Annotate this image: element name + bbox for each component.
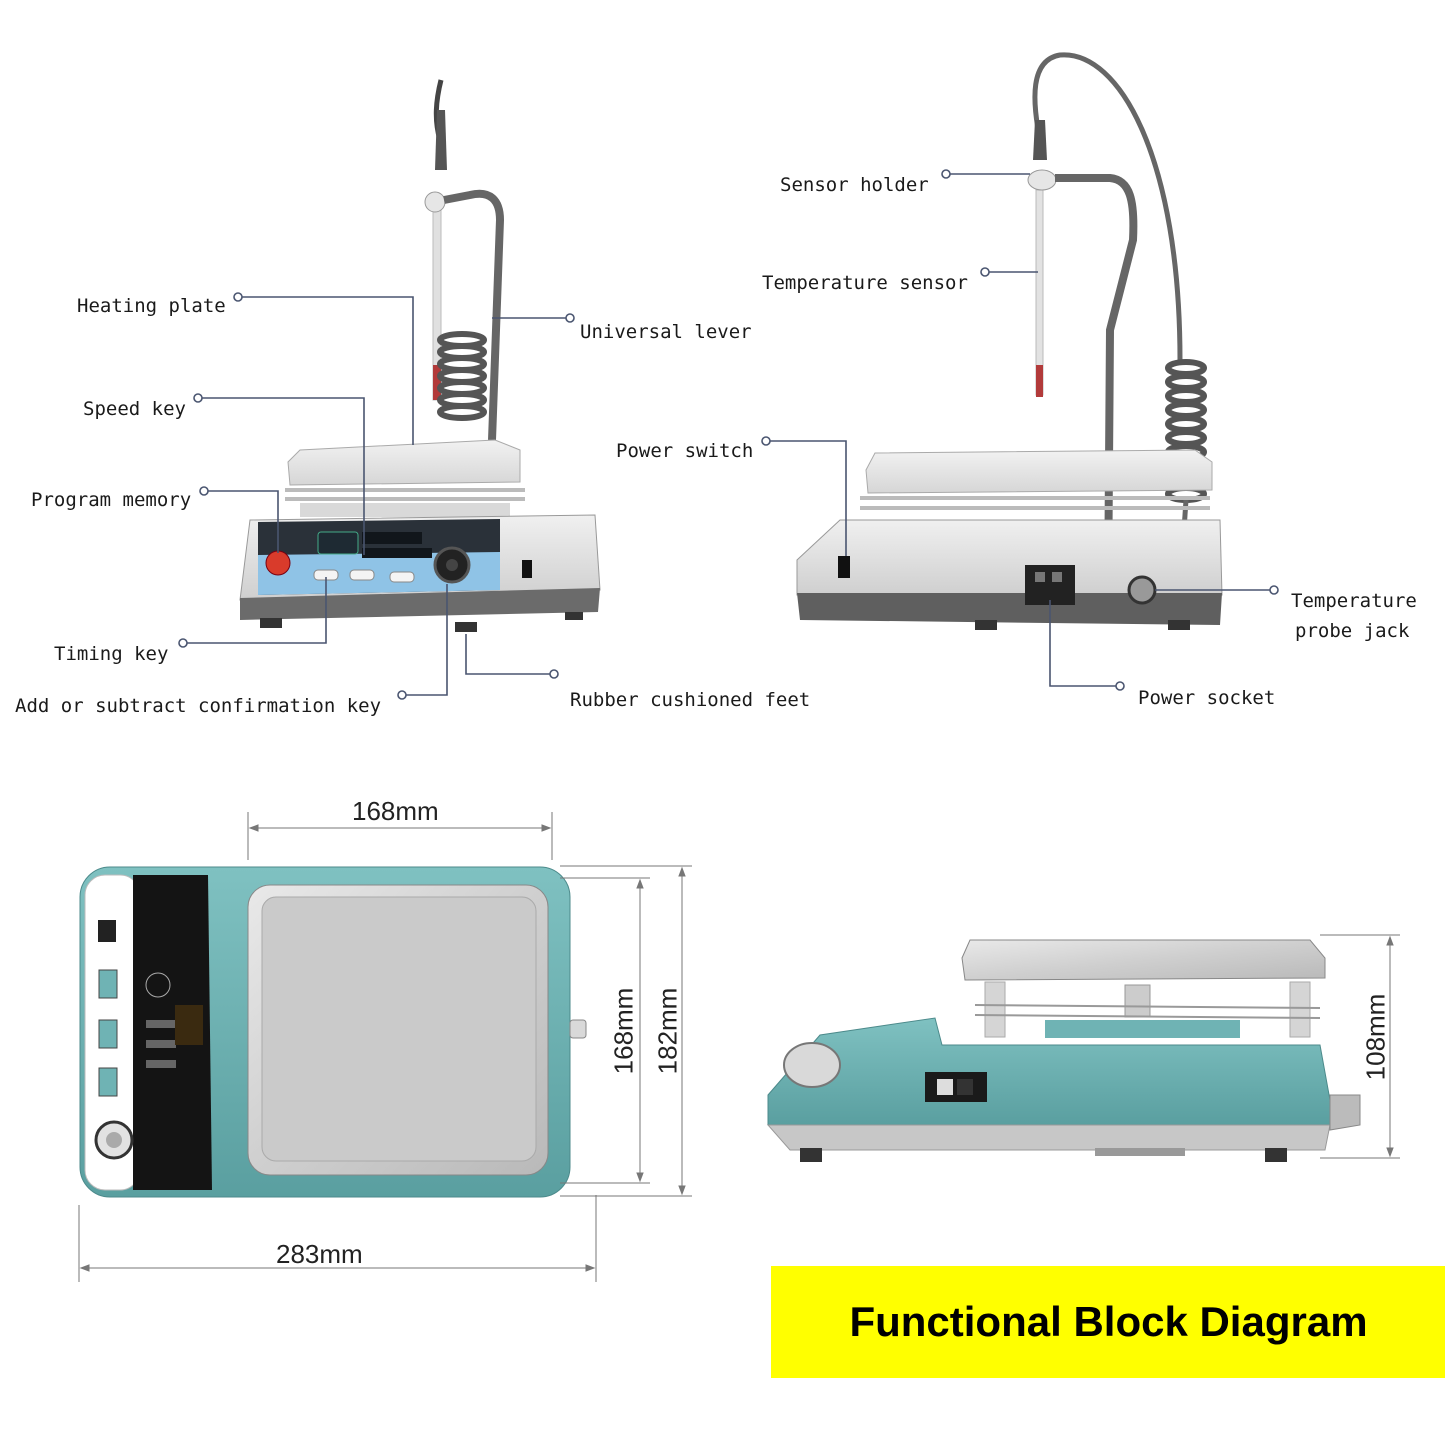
side-view-dimension-lines [1320, 934, 1400, 1159]
label-program-memory: Program memory [31, 489, 192, 511]
label-confirm-key: Add or subtract confirmation key [15, 695, 382, 717]
front-view-leaders [178, 292, 575, 700]
label-sensor-holder: Sensor holder [780, 174, 929, 196]
label-power-socket: Power socket [1138, 687, 1276, 709]
dim-plate-height: 168mm [608, 987, 639, 1075]
top-view-device [79, 866, 587, 1198]
label-temperature-sensor: Temperature sensor [762, 272, 968, 294]
side-view-device [766, 939, 1361, 1162]
rear-view-device [796, 52, 1223, 630]
dim-total-width: 283mm [276, 1239, 363, 1269]
label-heating-plate: Heating plate [77, 295, 226, 317]
label-speed-key: Speed key [83, 398, 186, 420]
title-banner: Functional Block Diagram [771, 1266, 1445, 1378]
dim-total-height: 182mm [652, 987, 683, 1075]
dim-top-width: 168mm [352, 796, 439, 826]
label-universal-lever: Universal lever [580, 321, 752, 343]
label-temperature-probe-jack-line2: probe jack [1295, 620, 1410, 642]
rear-view-leaders [761, 169, 1279, 691]
label-temperature-probe-jack-line1: Temperature [1291, 590, 1417, 612]
front-view-device [239, 79, 601, 632]
label-timing-key: Timing key [54, 643, 169, 665]
label-power-switch: Power switch [616, 440, 754, 462]
banner-title: Functional Block Diagram [849, 1298, 1368, 1345]
top-view-dimension-lines [78, 812, 692, 1282]
label-rubber-feet: Rubber cushioned feet [570, 689, 811, 711]
dim-side-height: 108mm [1360, 993, 1391, 1081]
